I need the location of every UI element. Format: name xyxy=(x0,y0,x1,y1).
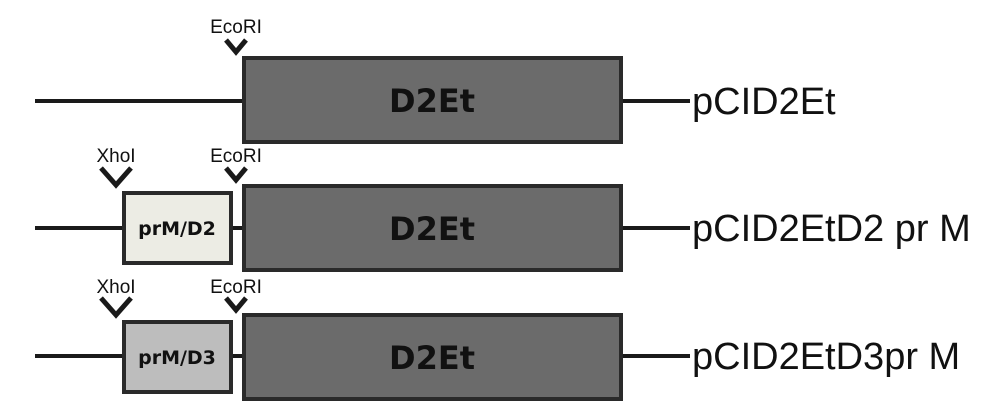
construct-name-label: pCID2EtD2 pr M xyxy=(692,208,971,250)
d2et-block xyxy=(242,56,623,144)
d2et-block-label: D2Et xyxy=(389,339,475,377)
ecori-site-marker-icon xyxy=(224,166,248,184)
prm-d3-block xyxy=(122,320,233,394)
xhoi-site-marker-icon xyxy=(99,166,133,189)
ecori-site-label: EcoRI xyxy=(210,17,262,38)
d2et-block-label: D2Et xyxy=(389,82,475,120)
construct-name-label: pCID2Et xyxy=(692,81,836,123)
construct-row-pCID2EtD2prM: XhoI EcoRI prM/D2 D2Et pCID2EtD2 pr M xyxy=(35,146,971,272)
construct-name-label: pCID2EtD3pr M xyxy=(692,336,960,378)
ecori-site-label: EcoRI xyxy=(210,146,262,167)
xhoi-site-label: XhoI xyxy=(96,277,135,298)
d2et-block xyxy=(242,184,623,272)
d2et-block xyxy=(242,313,623,401)
xhoi-site-label: XhoI xyxy=(96,146,135,167)
prm-d2-block-label: prM/D2 xyxy=(138,218,216,240)
ecori-site-marker-icon xyxy=(224,38,248,56)
ecori-site-label: EcoRI xyxy=(210,277,262,298)
d2et-block-label: D2Et xyxy=(389,210,475,248)
construct-row-pCID2EtD3prM: XhoI EcoRI prM/D3 D2Et pCID2EtD3pr M xyxy=(35,277,960,401)
prm-d2-block xyxy=(122,191,233,265)
xhoi-site-marker-icon xyxy=(99,296,133,319)
construct-row-pCID2Et: EcoRI D2Et pCID2Et xyxy=(35,17,836,144)
ecori-site-marker-icon xyxy=(224,296,248,314)
prm-d3-block-label: prM/D3 xyxy=(138,347,216,369)
